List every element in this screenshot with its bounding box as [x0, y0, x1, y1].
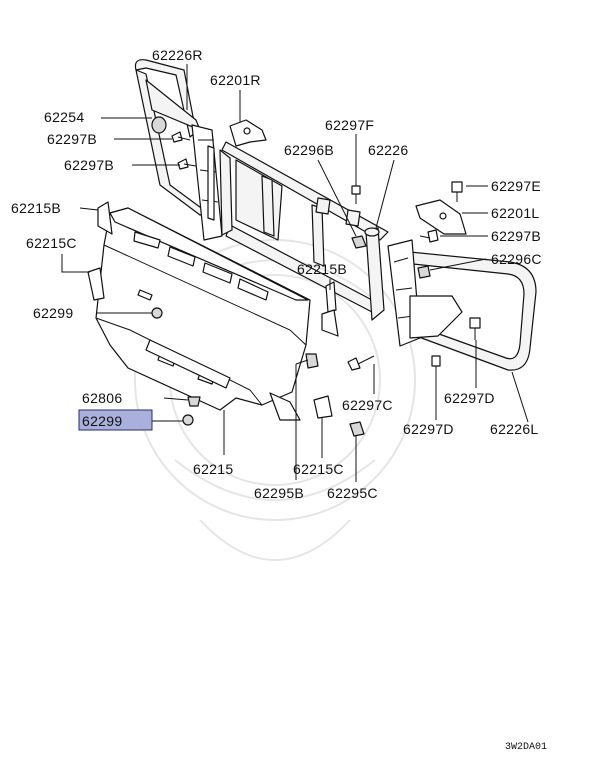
label-62297d-lower[interactable]: 62297D: [403, 421, 454, 437]
label-62215b-center[interactable]: 62215B: [297, 261, 347, 277]
label-62215c-left[interactable]: 62215C: [26, 235, 77, 251]
label-62299-highlighted[interactable]: 62299: [82, 413, 122, 429]
bracket-62201l: [415, 199, 467, 235]
part-labels: 62226R 62201R 62254 62297B 62297B 62297F…: [11, 47, 542, 501]
brush-guard-right: [134, 59, 223, 241]
fasteners: [151, 116, 481, 437]
label-62201l[interactable]: 62201L: [491, 205, 540, 221]
brush-guard-left: [387, 239, 537, 371]
label-62296c[interactable]: 62296C: [491, 251, 542, 267]
diagram-code: 3W2DA01: [505, 742, 547, 753]
label-62297c[interactable]: 62297C: [342, 397, 393, 413]
label-62297d-upper[interactable]: 62297D: [444, 390, 495, 406]
leader-lines: [61, 64, 529, 482]
highlight-box-62299: [78, 409, 153, 431]
label-62296b[interactable]: 62296B: [284, 142, 334, 158]
label-62295c[interactable]: 62295C: [327, 485, 378, 501]
side-brackets: [87, 201, 339, 419]
label-62226r[interactable]: 62226R: [152, 47, 203, 63]
label-62226[interactable]: 62226: [368, 142, 408, 158]
label-62215b-left[interactable]: 62215B: [11, 200, 61, 216]
bracket-62201r: [229, 119, 267, 147]
label-62215[interactable]: 62215: [193, 461, 233, 477]
label-62299-upper[interactable]: 62299: [33, 305, 73, 321]
label-62806[interactable]: 62806: [82, 390, 122, 406]
main-guard-bar: [219, 141, 389, 321]
label-62226l[interactable]: 62226L: [490, 421, 539, 437]
label-62201r[interactable]: 62201R: [210, 72, 261, 88]
label-62254[interactable]: 62254: [44, 109, 84, 125]
label-62297b-right[interactable]: 62297B: [491, 228, 541, 244]
label-62215c-lower[interactable]: 62215C: [293, 461, 344, 477]
label-62297f[interactable]: 62297F: [325, 117, 374, 133]
label-62297b-left-upper[interactable]: 62297B: [47, 131, 97, 147]
label-62297e[interactable]: 62297E: [491, 178, 541, 194]
label-62297b-left-lower[interactable]: 62297B: [64, 157, 114, 173]
label-62295b[interactable]: 62295B: [254, 485, 304, 501]
bumper-cover: [95, 207, 311, 421]
